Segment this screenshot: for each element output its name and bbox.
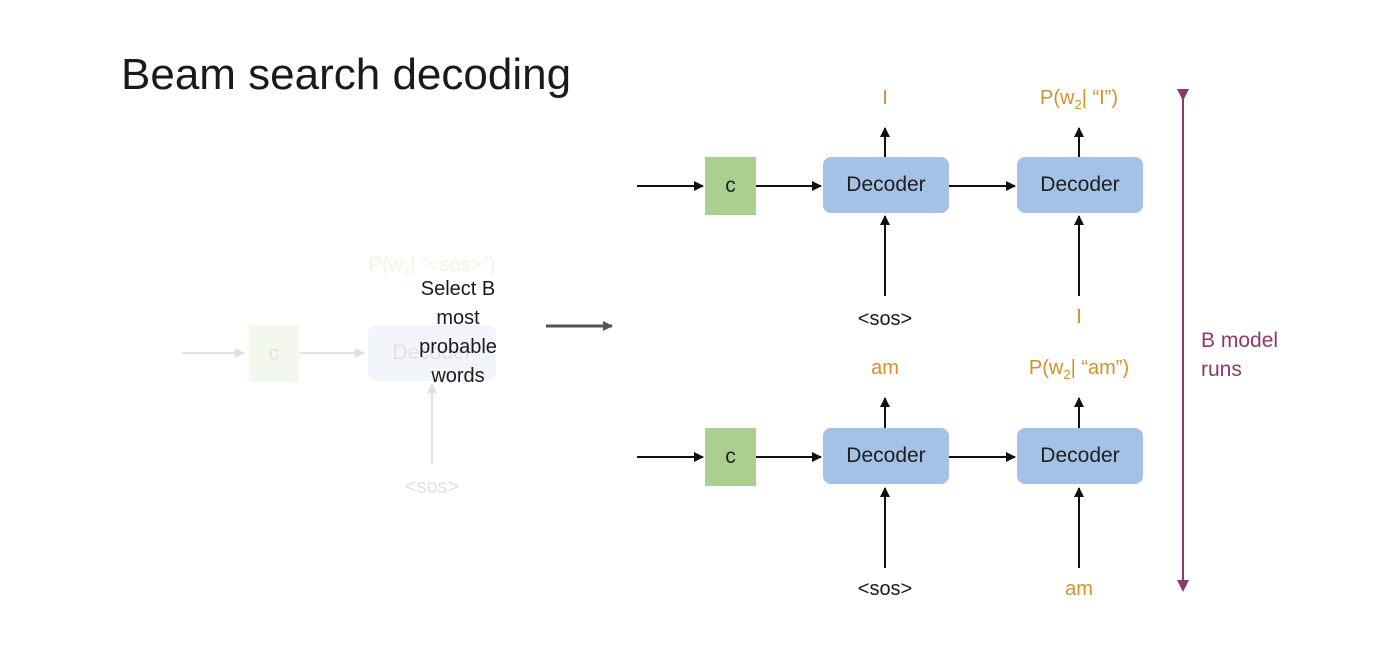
bottom-output-1: am bbox=[871, 357, 899, 379]
bottom-input-1: <sos> bbox=[857, 578, 913, 600]
faded-diagram-arrows bbox=[182, 348, 437, 464]
bottom-output-2: P(w2| “am”) bbox=[1028, 357, 1130, 382]
bottom-decoder-2: Decoder bbox=[1017, 428, 1143, 484]
top-decoder-1: Decoder bbox=[823, 157, 949, 213]
top-input-2: I bbox=[1076, 306, 1082, 328]
bottom-context-box: c bbox=[705, 428, 756, 486]
page-title: Beam search decoding bbox=[121, 50, 572, 99]
top-run-arrows bbox=[637, 127, 1084, 296]
top-output-1: I bbox=[882, 87, 888, 109]
faded-output-label: P(w1| “<sos>”) bbox=[368, 254, 496, 279]
faded-context-box: c bbox=[249, 325, 299, 382]
top-decoder-2: Decoder bbox=[1017, 157, 1143, 213]
bottom-input-2: am bbox=[1065, 578, 1093, 600]
top-input-1: <sos> bbox=[857, 308, 913, 330]
top-context-box: c bbox=[705, 157, 756, 215]
bottom-run-arrows bbox=[637, 397, 1084, 568]
bottom-decoder-1: Decoder bbox=[823, 428, 949, 484]
faded-decoder-box: Decoder bbox=[368, 325, 496, 381]
b-model-runs-label: B model runs bbox=[1201, 329, 1279, 381]
faded-input-label: <sos> bbox=[404, 476, 460, 498]
select-b-text: Select B most probable words bbox=[419, 278, 497, 387]
top-output-2: P(w2| “I”) bbox=[1040, 87, 1118, 112]
